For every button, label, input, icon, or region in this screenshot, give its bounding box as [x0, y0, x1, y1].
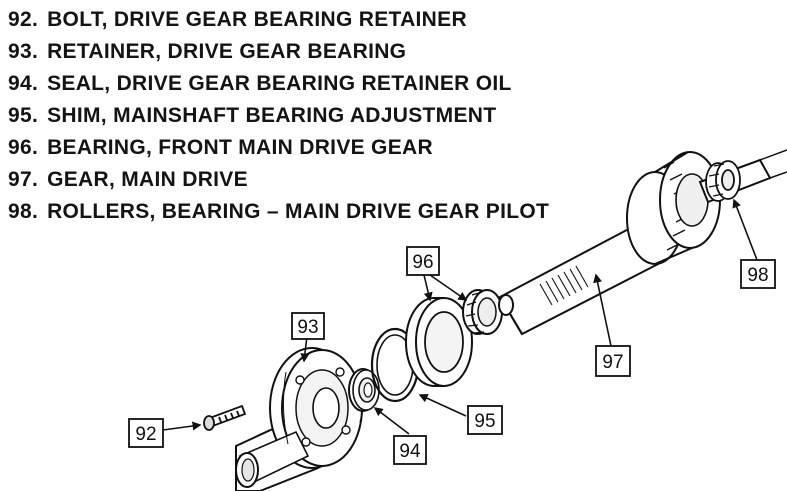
oil-seal-part: [348, 368, 380, 412]
callout-98: 98: [740, 259, 776, 289]
legend-item-95: 95. SHIM, MAINSHAFT BEARING ADJUSTMENT: [8, 100, 549, 132]
legend-number: 97.: [8, 168, 39, 191]
legend-item-98: 98. ROLLERS, BEARING – MAIN DRIVE GEAR PI…: [8, 196, 549, 228]
legend-item-97: 97. GEAR, MAIN DRIVE: [8, 164, 549, 196]
callout-label: 97: [602, 352, 623, 373]
callout-label: 94: [399, 441, 421, 462]
front-bearing-part: [405, 289, 503, 387]
main-drive-gear-part: [498, 149, 787, 336]
leader-lines: [162, 198, 758, 435]
callout-94: 94: [393, 435, 427, 465]
callout-96: 96: [406, 246, 440, 276]
legend-item-94: 94. SEAL, DRIVE GEAR BEARING RETAINER OIL: [8, 68, 549, 100]
legend-description: GEAR, MAIN DRIVE: [47, 168, 248, 191]
legend-description: ROLLERS, BEARING – MAIN DRIVE GEAR PILOT: [47, 200, 550, 223]
parts-legend: 92. BOLT, DRIVE GEAR BEARING RETAINER 93.…: [8, 4, 549, 228]
legend-description: RETAINER, DRIVE GEAR BEARING: [47, 40, 407, 63]
legend-number: 93.: [8, 40, 39, 63]
legend-number: 95.: [8, 104, 39, 127]
callout-95: 95: [467, 405, 503, 435]
callout-97: 97: [595, 345, 631, 377]
callout-92: 92: [128, 418, 164, 448]
legend-description: SEAL, DRIVE GEAR BEARING RETAINER OIL: [47, 72, 512, 95]
bolt-part: [203, 404, 247, 431]
callout-label: 98: [747, 265, 768, 286]
legend-item-92: 92. BOLT, DRIVE GEAR BEARING RETAINER: [8, 4, 549, 36]
callout-label: 93: [297, 317, 318, 338]
pilot-rollers-part: [705, 160, 741, 202]
legend-description: BOLT, DRIVE GEAR BEARING RETAINER: [47, 8, 467, 31]
legend-description: BEARING, FRONT MAIN DRIVE GEAR: [47, 136, 433, 159]
legend-number: 94.: [8, 72, 39, 95]
legend-item-96: 96. BEARING, FRONT MAIN DRIVE GEAR: [8, 132, 549, 164]
retainer-part: [235, 347, 364, 491]
legend-number: 96.: [8, 136, 39, 159]
legend-description: SHIM, MAINSHAFT BEARING ADJUSTMENT: [47, 104, 497, 127]
callout-label: 96: [412, 252, 433, 273]
callout-93: 93: [291, 312, 325, 340]
callout-label: 95: [474, 411, 495, 432]
legend-number: 98.: [8, 200, 39, 223]
legend-number: 92.: [8, 8, 39, 31]
callout-label: 92: [135, 424, 156, 445]
legend-item-93: 93. RETAINER, DRIVE GEAR BEARING: [8, 36, 549, 68]
